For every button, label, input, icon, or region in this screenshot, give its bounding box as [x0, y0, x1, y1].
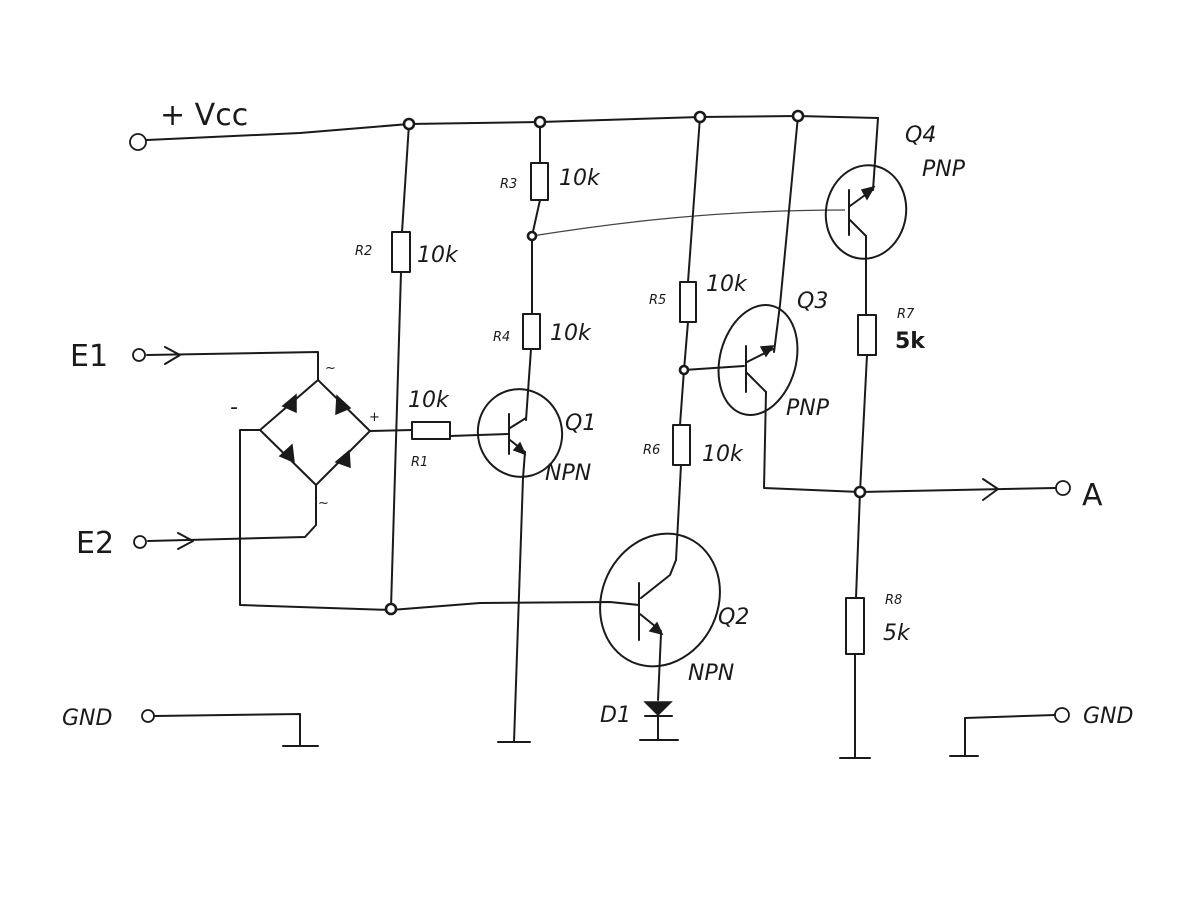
junction-dot	[791, 109, 805, 123]
r2-branch	[390, 123, 411, 609]
resistor-r8	[845, 597, 865, 655]
r7-value: 5k	[895, 329, 926, 354]
r2-name: R2	[355, 244, 372, 259]
gnd-right-label: GND	[1083, 704, 1133, 729]
resistor-r1	[411, 421, 451, 440]
gnd-left-label: GND	[62, 706, 112, 731]
q3-name: Q3	[797, 289, 828, 314]
q4-base-wire	[531, 209, 846, 237]
transistor-q3-body	[717, 304, 799, 416]
resistor-r4	[522, 313, 541, 350]
r5-value: 10k	[706, 272, 748, 297]
junction-dots	[384, 109, 867, 616]
e2-terminal	[133, 535, 147, 549]
e2-label: E2	[76, 526, 114, 561]
q3-type: PNP	[786, 396, 830, 421]
vcc-terminal	[129, 133, 147, 151]
d1-name: D1	[600, 703, 631, 728]
q2-type: NPN	[688, 661, 734, 686]
junction-dot	[526, 230, 538, 242]
vcc-label: + Vcc	[160, 98, 248, 133]
r3-name: R3	[500, 177, 517, 192]
transistor-q2-body	[599, 532, 721, 668]
r4-name: R4	[493, 330, 510, 345]
r5-name: R5	[649, 293, 666, 308]
transistor-q4-body	[824, 164, 908, 260]
q1-type: NPN	[545, 461, 591, 486]
q4-type: PNP	[922, 157, 966, 182]
resistor-r3	[530, 162, 549, 201]
q4-name: Q4	[905, 123, 936, 148]
q3-branch	[683, 115, 861, 493]
resistor-r5	[679, 281, 697, 323]
r8-name: R8	[885, 593, 902, 608]
r6-value: 10k	[702, 442, 744, 467]
gnd-left-terminal	[141, 709, 155, 723]
q4-r7-r8-branch	[824, 117, 908, 759]
junction-dot	[533, 115, 547, 129]
output-a	[859, 478, 1071, 501]
bridge-plus-label: +	[369, 410, 380, 425]
bridge-rectifier	[146, 346, 640, 611]
junction-dot	[693, 110, 707, 124]
bridge-ac-top-label: ~	[325, 361, 336, 376]
junction-dot	[853, 485, 867, 499]
r7-name: R7	[897, 307, 915, 322]
bridge-minus-label: -	[230, 395, 238, 420]
r1-branch	[369, 421, 451, 440]
junction-dot	[678, 364, 690, 376]
resistor-r2	[391, 231, 411, 273]
r8-value: 5k	[883, 621, 911, 646]
gnd-right	[949, 707, 1070, 757]
r5-r6-q2-branch	[599, 116, 721, 741]
q2-name: Q2	[718, 605, 749, 630]
r1-name: R1	[411, 455, 428, 470]
diode-d1	[643, 701, 673, 717]
r4-value: 10k	[550, 321, 592, 346]
resistor-r6	[672, 424, 691, 466]
r3-value: 10k	[559, 166, 601, 191]
r2-value: 10k	[417, 243, 459, 268]
q1-name: Q1	[565, 411, 596, 436]
output-terminal	[1055, 480, 1071, 496]
gnd-right-terminal	[1054, 707, 1070, 723]
r3-r4-q1-branch	[449, 121, 564, 743]
junction-dot	[402, 117, 416, 131]
resistor-r7	[857, 314, 877, 356]
e1-label: E1	[70, 339, 108, 374]
output-label: A	[1082, 478, 1103, 513]
r6-name: R6	[643, 443, 660, 458]
bridge-ac-bottom-label: ~	[318, 496, 329, 511]
junction-dot	[384, 602, 398, 616]
transistor-q1-body	[476, 388, 564, 478]
e1-terminal	[132, 348, 146, 362]
gnd-left	[141, 709, 319, 747]
r1-value: 10k	[408, 388, 450, 413]
